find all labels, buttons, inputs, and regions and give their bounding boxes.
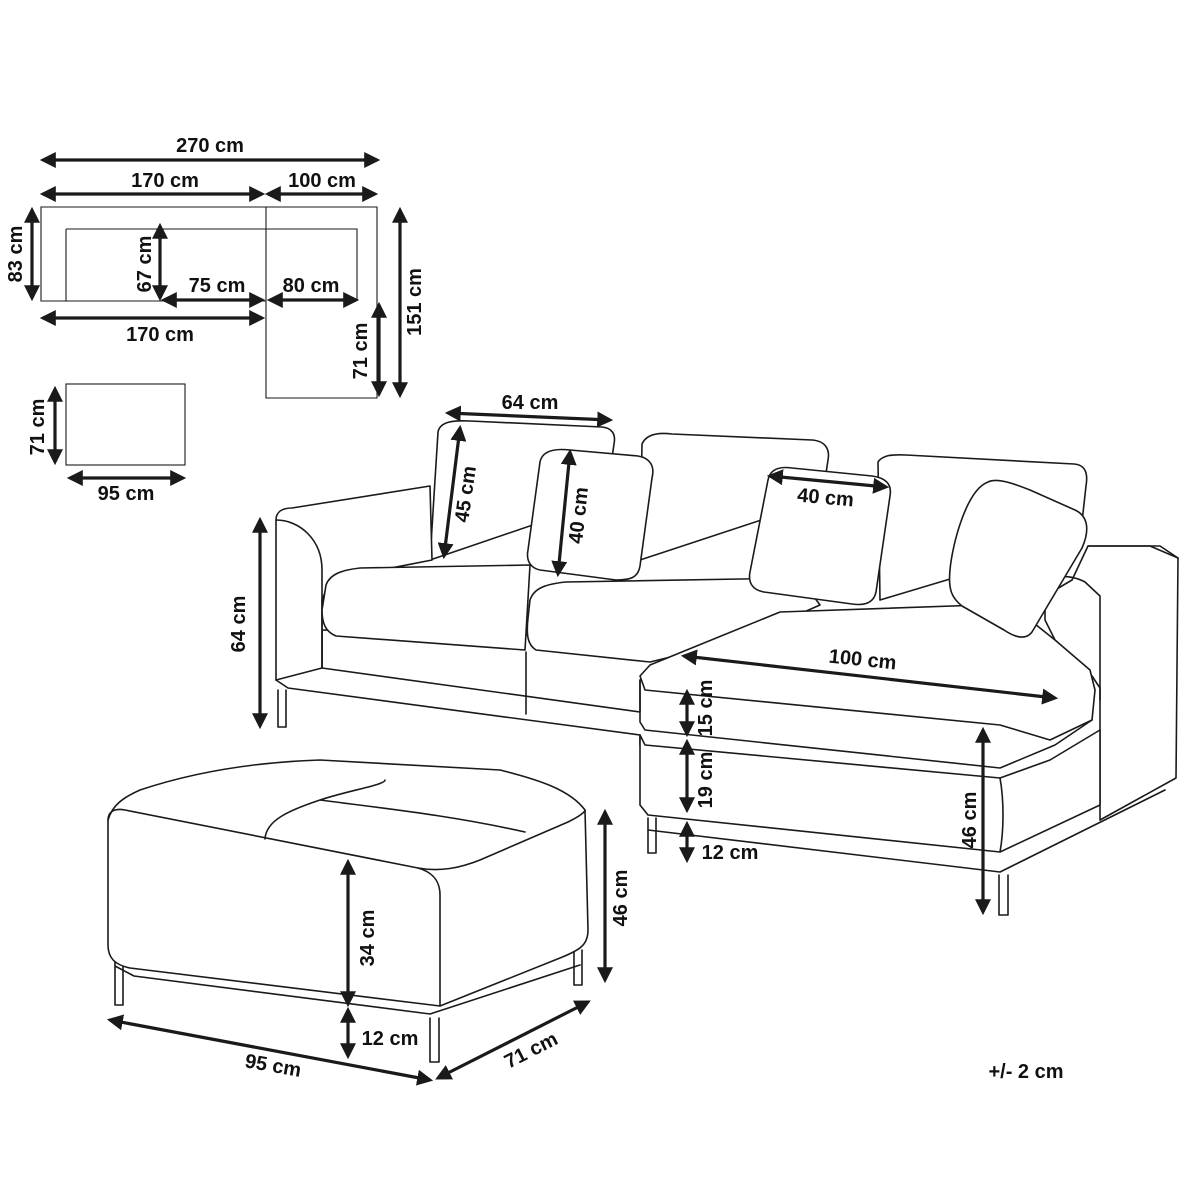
label-ottoman-plan-depth: 71 cm [27, 399, 49, 456]
pillow-left [526, 448, 654, 581]
sofa-plan-view [40, 206, 378, 399]
dim-line-pillow-width [766, 469, 890, 494]
label-main-width: 170 cm [131, 170, 199, 192]
plan-outline [40, 206, 378, 399]
sofa-right-arm-top [1087, 545, 1179, 559]
sofa-right-arm [1044, 545, 1179, 821]
ottoman-top-right-edge [417, 809, 586, 871]
label-seat-width-main: 75 cm [189, 275, 246, 297]
label-overall-height: 64 cm [228, 596, 250, 653]
label-back-cushion-width: 64 cm [502, 392, 559, 414]
label-pillow-width: 40 cm [796, 485, 854, 512]
sofa-leg-front-right [998, 874, 1009, 916]
label-seat-width-chaise: 80 cm [283, 275, 340, 297]
label-seat-depth: 67 cm [134, 236, 156, 293]
ottoman-plan-view: 71 cm 95 cm [27, 383, 187, 505]
ottoman-leg-back-left [114, 959, 124, 1006]
label-ottoman-leg-height: 12 cm [362, 1028, 419, 1050]
label-chaise-extension: 71 cm [350, 323, 372, 380]
ottoman-plan-outline [65, 383, 186, 466]
dim-line-back-cushion-height [437, 424, 467, 560]
ottoman-top-seam [264, 779, 526, 840]
label-ottoman-depth: 71 cm [501, 1028, 562, 1073]
label-chaise-width: 100 cm [288, 170, 356, 192]
pillow-middle [748, 466, 892, 606]
sofa-leg-back-left [277, 689, 287, 728]
label-base-height: 19 cm [695, 752, 717, 809]
pillow-right [948, 479, 1088, 638]
sofa-dimensions: 64 cm 45 cm 40 cm 40 cm 64 cm 100 cm 15 … [228, 392, 1059, 916]
label-ottoman-plan-width: 95 cm [98, 483, 155, 505]
ottoman-frame-rail [114, 964, 581, 1015]
chaise-base-curve [999, 777, 1004, 853]
dim-line-back-cushion-width [444, 405, 614, 428]
dim-line-chaise-length [680, 649, 1059, 705]
dim-line-ottoman-depth [435, 1000, 591, 1080]
sofa-frame-rail [275, 679, 1166, 873]
label-seat-height: 46 cm [959, 792, 981, 849]
chaise-cushion-front [639, 679, 1093, 769]
seat-cushion-left [321, 564, 531, 651]
label-ottoman-total-height: 46 cm [610, 870, 632, 927]
label-bottom-width: 170 cm [126, 324, 194, 346]
ottoman-leg-front [429, 1017, 440, 1063]
label-depth: 83 cm [5, 226, 27, 283]
back-cushion-middle [639, 432, 830, 561]
sofa-left-arm-curve [275, 519, 323, 669]
dim-line-pillow-height [551, 448, 577, 578]
label-cushion-thickness: 15 cm [695, 680, 717, 737]
plan-dimensions: 270 cm 170 cm 100 cm 83 cm 67 cm 75 cm 8… [5, 135, 426, 399]
label-total-width: 270 cm [176, 135, 244, 157]
sofa-leg-front-left [647, 817, 657, 854]
tolerance-note: +/- 2 cm [988, 1061, 1063, 1083]
label-ottoman-body-height: 34 cm [357, 910, 379, 967]
label-leg-height: 12 cm [702, 842, 759, 864]
label-total-depth: 151 cm [404, 268, 426, 336]
ottoman-leg-back-right [573, 949, 583, 986]
dim-line-ottoman-width [106, 1014, 434, 1086]
